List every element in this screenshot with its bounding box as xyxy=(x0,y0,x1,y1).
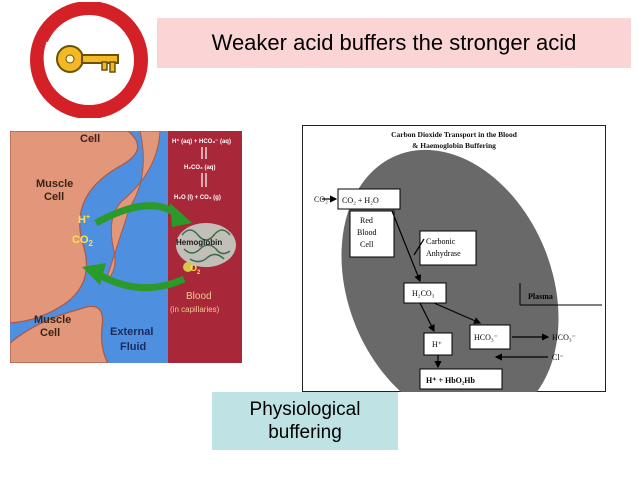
cell-top-label: Cell xyxy=(80,133,100,145)
rbc-label-line1: Red xyxy=(360,216,373,225)
hco3-in-label: HCO₃⁻ xyxy=(474,333,498,342)
h-plus-label: H+ xyxy=(78,214,90,226)
hemoglobin-molecule xyxy=(176,223,236,272)
rbc-label-line3: Cell xyxy=(360,240,374,249)
figure-title-line2: & Haemoglobin Buffering xyxy=(412,141,496,150)
h-plus-label: H⁺ xyxy=(432,340,442,349)
logo xyxy=(30,2,148,118)
figure-title-line1: Carbon Dioxide Transport in the Blood xyxy=(391,130,518,139)
rbc-label-line2: Blood xyxy=(357,228,377,237)
hemoglobin-label: Hemoglobin xyxy=(176,238,222,247)
logo-ring xyxy=(30,2,148,118)
muscle-cell-sliver xyxy=(105,131,161,283)
o2-label: O2 xyxy=(190,263,201,276)
co2-label: CO2 xyxy=(72,234,94,248)
carbonic-anhydrase-box xyxy=(419,230,477,266)
muscle-cell-upper xyxy=(10,131,139,324)
hco3-in-box xyxy=(469,324,511,350)
rbc-box xyxy=(349,210,395,258)
co2-h2o-box xyxy=(337,188,401,210)
key-icon xyxy=(56,45,119,73)
reaction-arrows xyxy=(322,195,550,369)
chloride-label: Cl⁻ xyxy=(552,353,564,362)
arrow-to-blood-head xyxy=(170,203,192,227)
h2co3-label: H₂CO₃ xyxy=(412,289,435,298)
caption-line2: buffering xyxy=(268,422,342,443)
equation-line3: H₂O (l) + CO₂ (g) xyxy=(174,195,221,201)
muscle-cell-2-label-line2: Cell xyxy=(40,327,60,339)
arrow-to-cell-head xyxy=(82,263,106,285)
plasma-label: Plasma xyxy=(528,292,553,301)
co2-in-label: CO₂ xyxy=(314,195,328,204)
blood-label: Blood xyxy=(186,291,212,302)
caption-box: Physiological buffering xyxy=(212,392,398,450)
caption-line1: Physiological xyxy=(249,399,361,420)
muscle-cell-lower xyxy=(10,305,109,363)
cell-blood-diagram: Cell Muscle Cell H+ CO2 Hemoglobin O2 Bl… xyxy=(10,131,242,363)
external-fluid-label-line1: External xyxy=(110,326,153,338)
logo-ring-highlight xyxy=(43,41,56,87)
slide-title-box: Weaker acid buffers the stronger acid xyxy=(157,18,631,68)
hhb-box xyxy=(419,368,503,390)
enzyme-label-line2: Anhydrase xyxy=(426,249,461,258)
muscle-cell-1-label-line1: Muscle xyxy=(36,178,73,190)
muscle-cell-2-label-line1: Muscle xyxy=(34,314,71,326)
red-blood-cell-ellipse xyxy=(341,149,559,392)
co2-transport-diagram: Carbon Dioxide Transport in the Blood & … xyxy=(302,125,606,392)
h2co3-box xyxy=(403,282,447,304)
muscle-cell-1-label-line2: Cell xyxy=(44,191,64,203)
arrow-to-cell xyxy=(94,269,186,292)
external-fluid-label-line2: Fluid xyxy=(120,341,146,353)
co2-h2o-label: CO₂ + H₂O xyxy=(342,196,379,205)
equilibrium-arrows xyxy=(201,147,207,187)
hco3-out-label: HCO₃⁻ xyxy=(552,333,576,342)
equation-line1: H⁺ (aq) + HCO₃⁻ (aq) xyxy=(172,138,231,145)
in-capillaries-label: (in capillaries) xyxy=(170,305,220,314)
equation-line2: H₂CO₃ (aq) xyxy=(184,165,215,171)
hhb-label: H⁺ + HbO₂Hb xyxy=(426,376,476,385)
slide-title: Weaker acid buffers the stronger acid xyxy=(211,30,577,55)
enzyme-label-line1: Carbonic xyxy=(426,237,456,246)
